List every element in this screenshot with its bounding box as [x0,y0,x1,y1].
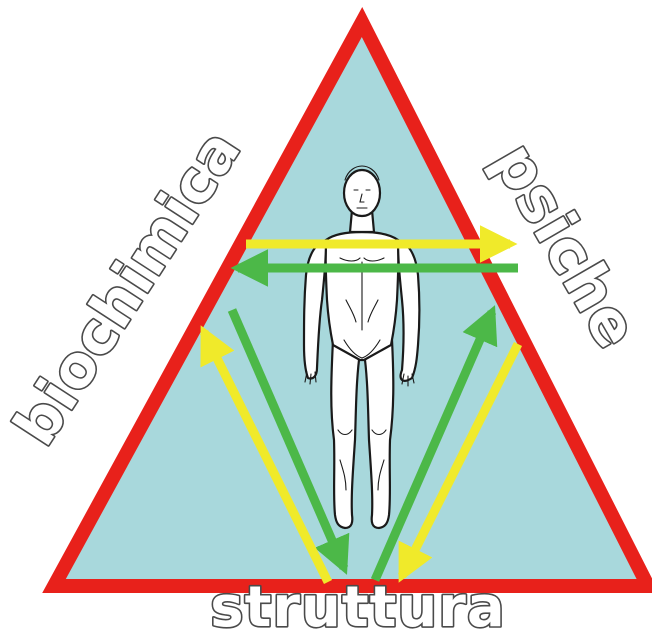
label-struttura: struttura [210,575,505,631]
